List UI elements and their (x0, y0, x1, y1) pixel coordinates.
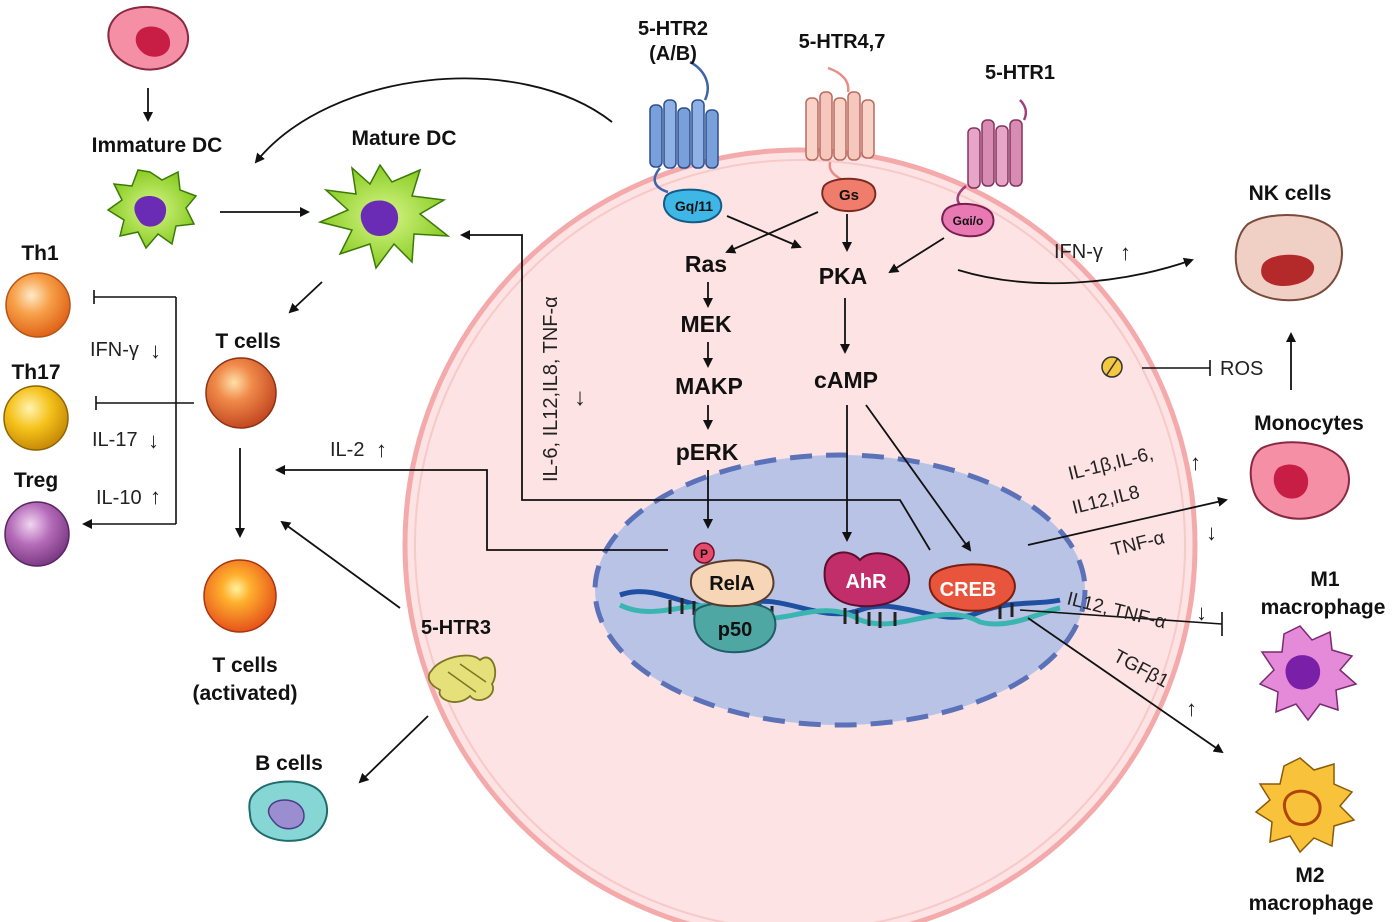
phospho-label: P (700, 547, 708, 561)
monocytes-cell (1249, 441, 1350, 520)
m1-label-1: M1 (1310, 568, 1339, 591)
arrow-creb-to-monocytes (1027, 496, 1228, 546)
tcells-label: T cells (215, 330, 280, 353)
tgfb-arrow: ↑ (1186, 696, 1197, 721)
nk-cell (1234, 214, 1343, 302)
m1-cyt-arrow: ↓ (1196, 600, 1207, 625)
arrow-receptor-to-immature-dc (254, 77, 613, 164)
camp-label: cAMP (814, 367, 878, 393)
treg-label: Treg (14, 469, 58, 492)
il17-arrow: ↓ (148, 428, 159, 453)
gq-protein (663, 188, 723, 224)
ifng-th1-arrow: ↓ (150, 338, 161, 363)
th17-label: Th17 (11, 361, 60, 384)
tcells-activated-label-1: T cells (212, 654, 277, 677)
il10-label: IL-10 (96, 487, 142, 509)
ifng-nk-label: IFN-γ (1054, 241, 1103, 263)
nucleus-envelope (592, 452, 1088, 728)
immature-dc-cell (106, 169, 198, 250)
htr1-receptor (956, 99, 1028, 208)
htr2-sub-label: (A/B) (649, 43, 697, 65)
il2-arrow: ↑ (376, 437, 387, 462)
m1-macrophage-cell (1258, 625, 1358, 722)
tcells-activated-label-2: (activated) (192, 682, 297, 705)
tnfa-arrow: ↓ (1206, 520, 1217, 545)
rela-protein (689, 559, 775, 608)
makp-label: MAKP (675, 373, 743, 399)
htr47-label: 5-HTR4,7 (799, 31, 886, 53)
th1-label: Th1 (21, 242, 59, 265)
nk-label: NK cells (1249, 182, 1332, 205)
m2-macrophage-cell (1254, 757, 1356, 854)
mek-label: MEK (680, 311, 732, 337)
htr3-label: 5-HTR3 (421, 617, 491, 639)
th17-cell (3, 385, 69, 451)
rela-label: RelA (709, 573, 755, 595)
pka-label: PKA (819, 263, 868, 289)
tcells-activated-cell (203, 559, 277, 633)
pathway-arrows (275, 211, 972, 552)
ahr-protein (823, 551, 911, 608)
cell-membrane-inner (414, 159, 1186, 922)
ros-label: ROS (1220, 358, 1263, 380)
creb-protein (928, 563, 1016, 612)
arrow-htr3-to-tcells (280, 520, 401, 609)
ifng-th1-label: IFN-γ (90, 339, 139, 361)
bcells-cell (248, 780, 328, 842)
antioxidant-icon-half (1105, 357, 1119, 377)
m1-inhibition-line (1019, 609, 1223, 625)
gi-label: Gαi/o (953, 214, 984, 228)
monocytes-label: Monocytes (1254, 412, 1364, 435)
dc-cytokines-label: IL-6, IL12,IL8, TNF-α (540, 296, 562, 482)
p50-label: p50 (718, 619, 752, 641)
il2-label: IL-2 (330, 439, 364, 461)
tcells-cell (205, 357, 277, 429)
gq-label: Gq/11 (675, 198, 713, 214)
il10-arrow: ↑ (150, 484, 161, 509)
htr47-receptor (805, 66, 875, 182)
arrow-mature-to-tcells (288, 281, 323, 314)
dc-precursor-cell (107, 5, 189, 71)
htr3-receptor (427, 654, 497, 703)
th1-cell (5, 272, 71, 338)
gs-protein (821, 177, 877, 213)
m1-label-2: macrophage (1261, 596, 1386, 619)
mature-dc-label: Mature DC (351, 127, 456, 150)
mature-dc-cell (317, 163, 451, 270)
htr2-label: 5-HTR2 (638, 18, 708, 40)
arrow-creb-to-m2 (1027, 617, 1224, 754)
tcell-regulation-lines (82, 290, 194, 529)
mono-cyt-arrow: ↑ (1190, 450, 1201, 475)
phospho-group (693, 542, 715, 564)
ahr-label: AhR (845, 571, 887, 593)
arrow-to-nk (957, 257, 1194, 285)
arrow-htr3-to-bcells (358, 715, 429, 784)
ifng-nk-arrow: ↑ (1120, 240, 1131, 265)
bcells-label: B cells (255, 752, 323, 775)
gs-label: Gs (839, 187, 859, 204)
dc-cytokines-arrow: ↓ (574, 384, 586, 411)
perk-label: pERK (676, 439, 739, 465)
immature-dc-label: Immature DC (92, 134, 223, 157)
m2-label-2: macrophage (1249, 892, 1374, 915)
htr1-label: 5-HTR1 (985, 62, 1055, 84)
il17-label: IL-17 (92, 429, 138, 451)
m2-label-1: M2 (1295, 864, 1324, 887)
treg-cell (4, 501, 70, 567)
ras-label: Ras (685, 251, 727, 277)
creb-label: CREB (940, 579, 997, 601)
htr2-receptor (649, 60, 719, 194)
gi-protein (941, 203, 995, 238)
